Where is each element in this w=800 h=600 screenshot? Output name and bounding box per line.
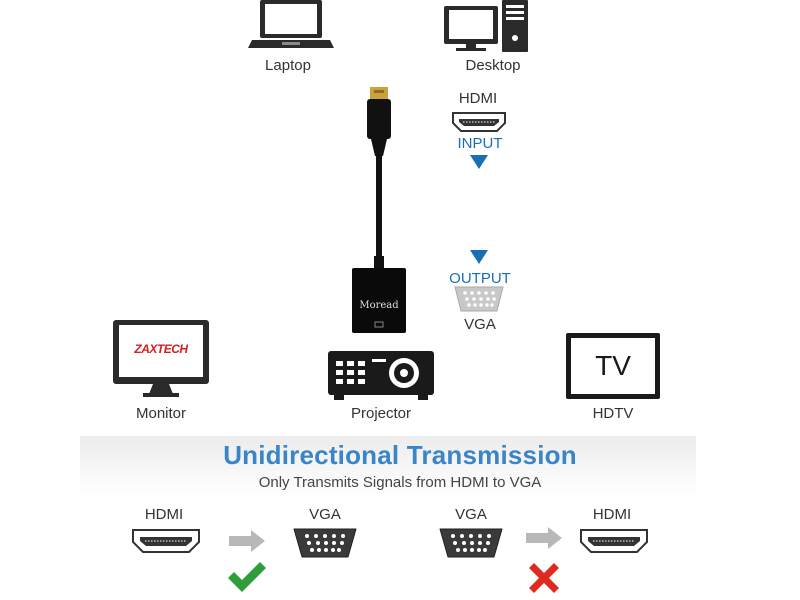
monitor-icon xyxy=(113,320,209,397)
laptop-label: Laptop xyxy=(265,57,311,74)
tv-screen-text: TV xyxy=(595,350,631,381)
valid-from-label: HDMI xyxy=(144,506,184,523)
arrow-down-icon xyxy=(470,155,488,169)
valid-to-label: VGA xyxy=(309,506,341,523)
hdmi-port-icon xyxy=(452,112,506,132)
projector-label: Projector xyxy=(350,405,412,422)
monitor-logo: ZAXTECH xyxy=(134,342,188,356)
output-port-label: VGA xyxy=(464,316,496,333)
tv-icon xyxy=(566,333,660,399)
hdmi-port-icon xyxy=(580,529,648,553)
desktop-icon xyxy=(444,0,528,52)
vga-port-icon xyxy=(293,528,357,558)
input-label: INPUT xyxy=(457,135,503,152)
hdtv-label: HDTV xyxy=(592,405,634,422)
vga-port-icon xyxy=(439,528,503,558)
laptop-icon xyxy=(248,0,334,48)
output-label: OUTPUT xyxy=(449,270,511,287)
check-icon xyxy=(228,562,266,592)
vga-port-icon xyxy=(454,286,504,312)
input-port-label: HDMI xyxy=(458,90,498,107)
transmission-title: Unidirectional Transmission xyxy=(223,440,577,470)
adapter-brand: Moread xyxy=(359,300,399,311)
arrow-right-icon xyxy=(229,530,265,552)
hdmi-to-vga-adapter xyxy=(352,87,406,333)
projector-icon xyxy=(328,351,434,400)
monitor-label: Monitor xyxy=(135,405,187,422)
hdmi-port-icon xyxy=(132,529,200,553)
arrow-right-icon xyxy=(526,527,562,549)
invalid-from-label: VGA xyxy=(455,506,487,523)
title-band xyxy=(80,436,696,496)
transmission-subtitle: Only Transmits Signals from HDMI to VGA xyxy=(258,474,542,491)
arrow-down-icon xyxy=(470,250,488,264)
desktop-label: Desktop xyxy=(465,57,521,74)
cross-icon xyxy=(529,563,559,593)
invalid-to-label: HDMI xyxy=(592,506,632,523)
